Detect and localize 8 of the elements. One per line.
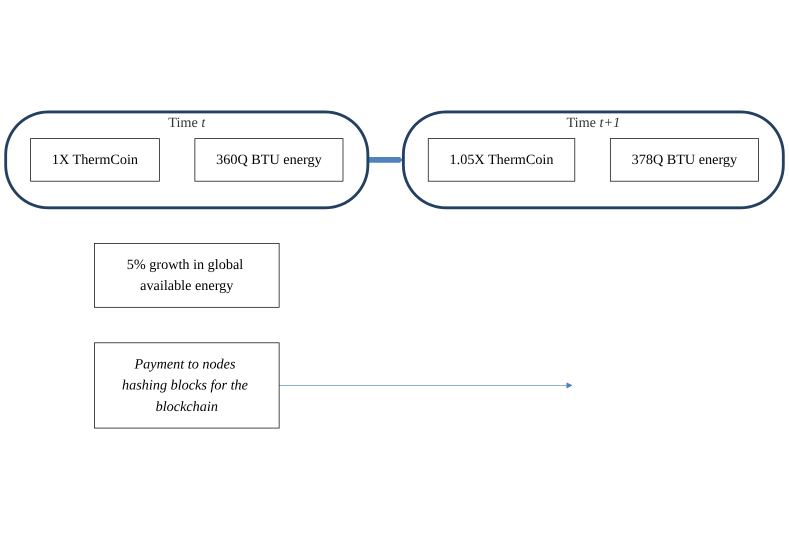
node-box: [30, 138, 160, 182]
node-box: [428, 138, 576, 182]
node-box: [94, 243, 280, 308]
node-box: [194, 138, 344, 182]
node-box: [610, 138, 759, 182]
node-box: [94, 342, 280, 428]
arrow: [368, 156, 404, 163]
arrow: [278, 382, 572, 389]
